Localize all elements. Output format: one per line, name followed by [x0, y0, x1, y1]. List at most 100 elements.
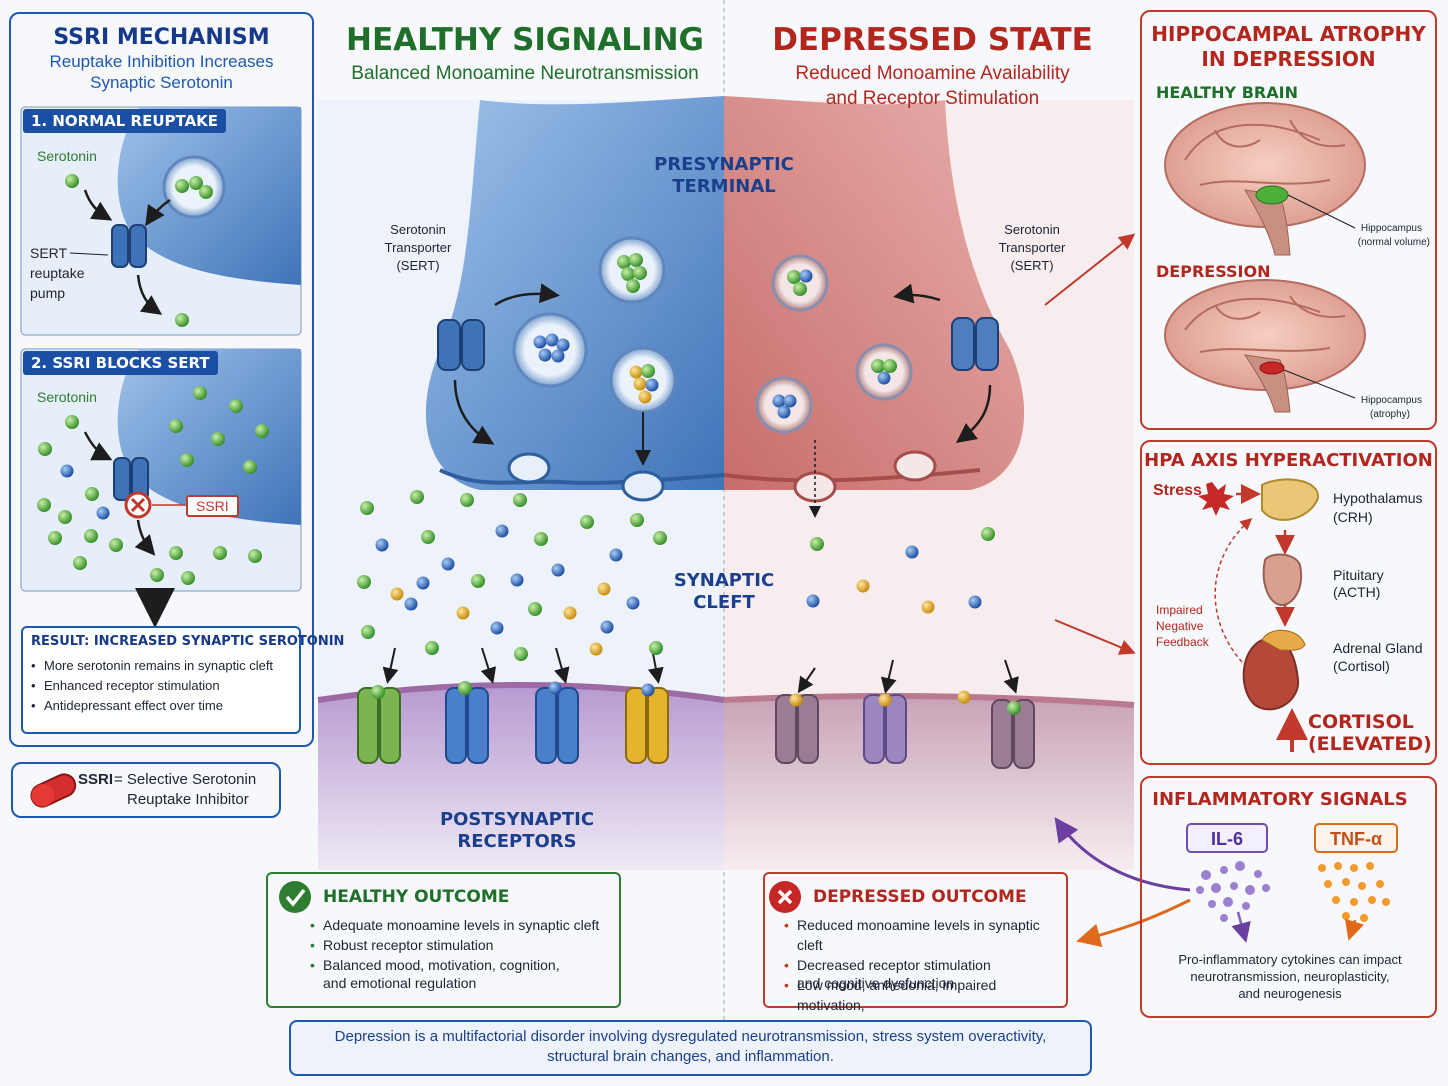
norepinephrine-molecule — [633, 377, 647, 391]
synaptic-cleft-label-1: SYNAPTIC — [673, 570, 775, 591]
norepinephrine-molecule — [921, 600, 935, 614]
postsynaptic-label-1: POSTSYNAPTIC — [439, 809, 595, 830]
pituitary-label-1: Pituitary — [1333, 567, 1384, 583]
norepinephrine-molecule — [856, 579, 870, 593]
il6-badge: IL-6 — [1186, 823, 1268, 853]
depressed-subtitle-2: and Receptor Stimulation — [825, 88, 1040, 109]
sert-left-label-3: (SERT) — [396, 258, 440, 273]
feedback-label-1: Impaired — [1156, 603, 1203, 617]
feedback-label-2: Negative — [1156, 619, 1204, 633]
adrenal-label-2: (Cortisol) — [1333, 658, 1390, 674]
hypothalamus-label-2: (CRH) — [1333, 509, 1373, 525]
dopamine-molecule — [777, 405, 791, 419]
serotonin-molecule — [37, 498, 51, 512]
norepinephrine-molecule — [789, 693, 803, 707]
depressed-outcome-item: Decreased receptor stimulation — [781, 955, 1066, 975]
dopamine-molecule — [510, 573, 524, 587]
serotonin-molecule — [653, 531, 667, 545]
norepinephrine-molecule — [456, 606, 470, 620]
norepinephrine-molecule — [597, 582, 611, 596]
hippocampal-panel — [1140, 10, 1437, 430]
serotonin-molecule — [169, 419, 183, 433]
serotonin-molecule — [213, 546, 227, 560]
ssri-panel-subtitle-2: Synaptic Serotonin — [90, 73, 233, 92]
footer-line-1: Depression is a multifactorial disorder … — [334, 1028, 1047, 1045]
serotonin-molecule — [65, 415, 79, 429]
serotonin-molecule — [229, 399, 243, 413]
healthy-outcome-title: HEALTHY OUTCOME — [323, 887, 510, 907]
healthy-outcome-item-continued: and emotional regulation — [323, 975, 477, 991]
result-item: Antidepressant effect over time — [28, 696, 298, 716]
norepinephrine-molecule — [390, 587, 404, 601]
hippocampal-title-1: HIPPOCAMPAL ATROPHY — [1151, 22, 1426, 46]
result-item: More serotonin remains in synaptic cleft — [28, 656, 298, 676]
dopamine-molecule — [806, 594, 820, 608]
healthy-outcome-list: Adequate monoamine levels in synaptic cl… — [307, 915, 612, 975]
dopamine-molecule — [645, 378, 659, 392]
depressed-outcome-item: Reduced monoamine levels in synaptic cle… — [781, 915, 1066, 955]
healthy-title: HEALTHY SIGNALING — [346, 22, 704, 58]
serotonin-molecule — [410, 490, 424, 504]
sert-left-label-2: Transporter — [384, 240, 452, 255]
inflammatory-note-2: neurotransmission, neuroplasticity, — [1190, 969, 1390, 984]
depressed-title: DEPRESSED STATE — [772, 22, 1093, 58]
inflammatory-panel — [1140, 776, 1437, 1018]
sert-label-1: SERT — [30, 245, 68, 261]
serotonin-molecule — [255, 424, 269, 438]
serotonin-molecule — [421, 530, 435, 544]
serotonin-molecule — [181, 571, 195, 585]
serotonin-molecule — [248, 549, 262, 563]
sert-right-label-2: Transporter — [998, 240, 1066, 255]
dopamine-molecule — [490, 621, 504, 635]
serotonin-molecule — [580, 515, 594, 529]
healthy-hippocampus-note-2: (normal volume) — [1357, 237, 1430, 248]
serotonin-molecule — [175, 179, 189, 193]
depression-brain-label: DEPRESSION — [1156, 262, 1271, 281]
depressed-outcome-list: Reduced monoamine levels in synaptic cle… — [781, 915, 1066, 1015]
serotonin-molecule — [534, 532, 548, 546]
norepinephrine-molecule — [629, 365, 643, 379]
result-item: Enhanced receptor stimulation — [28, 676, 298, 696]
dopamine-molecule — [772, 394, 786, 408]
ssri-mechanism-panel — [9, 12, 314, 747]
step-2-serotonin-label: Serotonin — [37, 389, 97, 405]
serotonin-molecule — [189, 176, 203, 190]
legend-definition-1: = Selective Serotonin — [114, 771, 257, 788]
norepinephrine-molecule — [638, 390, 652, 404]
depressed-subtitle-1: Reduced Monoamine Availability — [795, 63, 1070, 84]
serotonin-molecule — [471, 574, 485, 588]
ssri-badge: SSRI — [186, 495, 239, 517]
presynaptic-label-2: TERMINAL — [672, 176, 776, 197]
neurotransmitter-molecules — [37, 174, 1021, 715]
serotonin-molecule — [150, 568, 164, 582]
healthy-outcome-item: Balanced mood, motivation, cognition, — [307, 955, 612, 975]
footer-line-2: structural brain changes, and inflammati… — [547, 1048, 834, 1065]
serotonin-molecule — [633, 266, 647, 280]
serotonin-molecule — [175, 313, 189, 327]
serotonin-molecule — [981, 527, 995, 541]
serotonin-molecule — [48, 531, 62, 545]
serotonin-molecule — [649, 641, 663, 655]
hypothalamus-label-1: Hypothalamus — [1333, 490, 1423, 506]
serotonin-molecule — [1007, 701, 1021, 715]
serotonin-molecule — [193, 386, 207, 400]
dopamine-molecule — [96, 506, 110, 520]
serotonin-molecule — [514, 647, 528, 661]
legend-abbr: SSRI — [78, 771, 114, 788]
dopamine-molecule — [877, 371, 891, 385]
depressed-outcome-title: DEPRESSED OUTCOME — [813, 887, 1027, 907]
footer-box — [289, 1020, 1092, 1076]
serotonin-molecule — [458, 681, 472, 695]
serotonin-molecule — [180, 453, 194, 467]
healthy-subtitle: Balanced Monoamine Neurotransmission — [351, 63, 699, 84]
serotonin-molecule — [425, 641, 439, 655]
serotonin-molecule — [871, 359, 885, 373]
feedback-label-3: Feedback — [1156, 635, 1209, 649]
dopamine-molecule — [968, 595, 982, 609]
cortisol-label-2: (ELEVATED) — [1308, 733, 1432, 755]
synaptic-cleft-label-2: CLEFT — [693, 592, 755, 613]
adrenal-label-1: Adrenal Gland — [1333, 640, 1423, 656]
ssri-panel-subtitle-1: Reuptake Inhibition Increases — [49, 52, 274, 71]
step-2-tag: 2. SSRI BLOCKS SERT — [23, 351, 218, 375]
serotonin-molecule — [38, 442, 52, 456]
